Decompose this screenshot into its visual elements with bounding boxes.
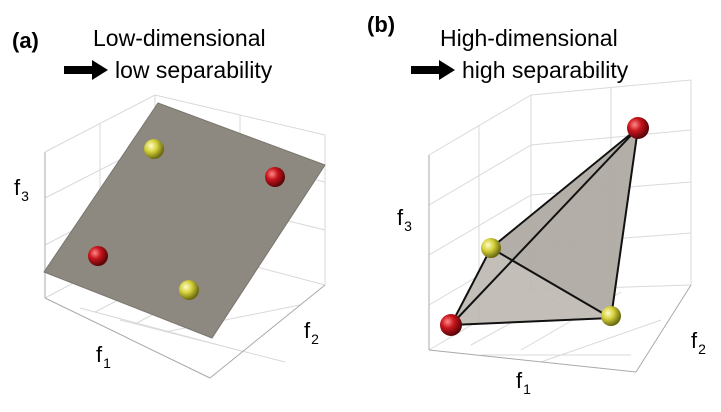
panel-a-axes <box>44 152 326 379</box>
panel-a-axis-x-label: f1 <box>96 342 111 371</box>
panel-b-3d-plot <box>428 79 692 373</box>
yellow-sphere-left <box>481 238 501 258</box>
panel-a-caption-line1: Low-dimensional <box>93 25 266 51</box>
panel-a-axis-z-label: f3 <box>14 175 29 204</box>
panel-a-letter: (a) <box>12 28 39 53</box>
panel-b-caption-line1: High-dimensional <box>440 25 618 51</box>
panel-b-letter: (b) <box>367 12 396 37</box>
panel-a-caption-line2: low separability <box>115 57 273 83</box>
arrow-icon <box>411 60 455 80</box>
panel-a-3d-plot <box>43 94 326 379</box>
panel-b-axis-y-label: f2 <box>691 328 706 357</box>
red-sphere-right <box>265 167 285 187</box>
panel-b-axes <box>428 155 692 373</box>
yellow-sphere-front <box>179 280 199 300</box>
panel-a-axis-y-label: f2 <box>304 318 319 347</box>
tetrahedron <box>450 127 639 326</box>
panel-b-axis-z-label: f3 <box>397 205 412 234</box>
panel-b-caption-line2: high separability <box>462 57 629 83</box>
arrow-icon <box>64 60 108 80</box>
red-sphere-front <box>88 246 108 266</box>
panel-a: (a) Low-dimensional low separability f3 … <box>0 0 360 412</box>
red-sphere-top <box>627 117 649 139</box>
yellow-sphere-top <box>144 139 164 159</box>
panel-b-axis-x-label: f1 <box>516 368 531 397</box>
red-sphere-bottom <box>440 314 462 336</box>
separating-plane <box>43 102 326 339</box>
yellow-sphere-right <box>601 306 621 326</box>
panel-b: (b) High-dimensional high separability f… <box>361 0 721 412</box>
